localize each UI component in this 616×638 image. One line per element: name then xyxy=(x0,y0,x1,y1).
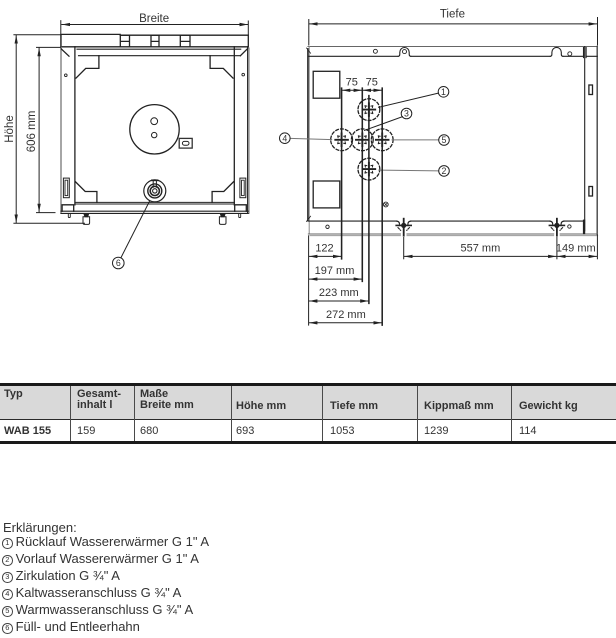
svg-text:Breite: Breite xyxy=(139,13,169,25)
svg-text:197 mm: 197 mm xyxy=(315,265,355,277)
svg-text:272 mm: 272 mm xyxy=(326,309,366,321)
svg-text:Tiefe: Tiefe xyxy=(440,9,465,21)
svg-text:2: 2 xyxy=(442,166,447,176)
svg-text:3: 3 xyxy=(404,109,409,119)
svg-text:75: 75 xyxy=(346,77,358,89)
svg-text:149 mm: 149 mm xyxy=(556,243,596,255)
svg-text:1: 1 xyxy=(441,87,446,97)
svg-text:75: 75 xyxy=(366,77,378,89)
svg-text:6: 6 xyxy=(116,258,121,268)
svg-text:223 mm: 223 mm xyxy=(319,287,359,299)
svg-text:4: 4 xyxy=(282,133,287,143)
svg-text:122: 122 xyxy=(315,243,333,255)
svg-text:606 mm: 606 mm xyxy=(26,111,38,153)
svg-text:Höhe: Höhe xyxy=(4,115,16,143)
svg-text:5: 5 xyxy=(442,135,447,145)
svg-text:557 mm: 557 mm xyxy=(461,243,501,255)
